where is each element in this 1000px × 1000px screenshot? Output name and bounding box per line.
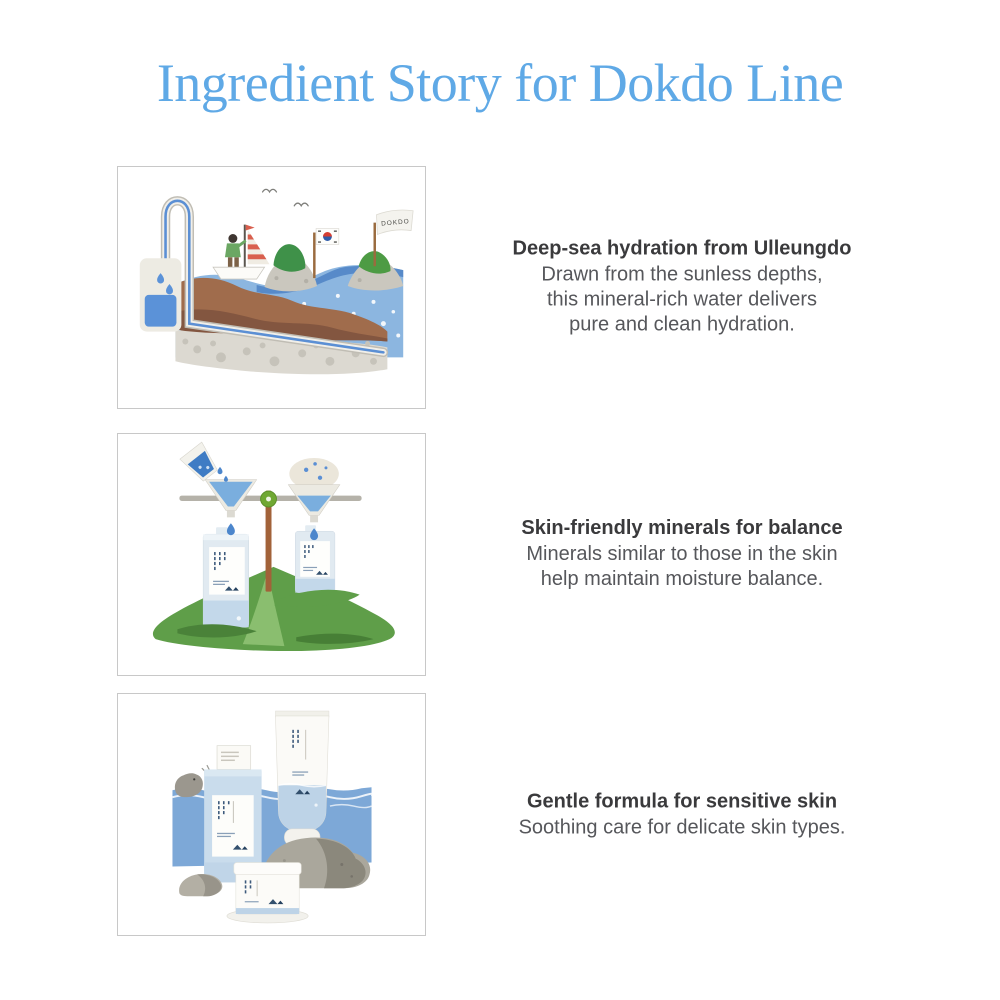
dokdo-flag-label: DOKDO [381, 218, 410, 227]
balance-pole [265, 490, 272, 592]
seagull-icon [261, 188, 309, 208]
sailboat [212, 224, 270, 280]
section-text-gentle: Gentle formula for sensitive skin Soothi… [432, 790, 932, 841]
illustration-frame-products [117, 693, 426, 936]
illustration-frame-minerals [117, 433, 426, 676]
section-heading: Skin-friendly minerals for balance [521, 517, 843, 539]
funnel-right [287, 457, 341, 541]
mineral-balance-illustration [152, 441, 395, 652]
page-title: Ingredient Story for Dokdo Line [156, 53, 844, 113]
seal [174, 764, 210, 798]
funnel-left [204, 479, 258, 536]
cream-jar [226, 862, 309, 924]
deep-sea-illustration: DOKDO [139, 188, 414, 375]
illustration-frame-deep-sea: DOKDO [117, 166, 426, 409]
cleanser-tube [275, 710, 330, 846]
section-body-line: this mineral-rich water delivers [546, 288, 818, 311]
section-text-deep-sea: Deep-sea hydration from Ulleungdo Drawn … [432, 237, 932, 338]
toner-bottle-right [295, 525, 336, 593]
section-body-line: Drawn from the sunless depths, [541, 263, 823, 286]
toner-bottle-left [202, 527, 249, 628]
section-body-line: Minerals similar to those in the skin [526, 543, 838, 565]
section-heading: Deep-sea hydration from Ulleungdo [512, 237, 852, 260]
section-body-line: Soothing care for delicate skin types. [518, 816, 846, 839]
section-heading: Gentle formula for sensitive skin [526, 790, 838, 813]
dokdo-flag: DOKDO [373, 209, 414, 267]
small-rock [179, 873, 223, 897]
toner-bottle [204, 745, 262, 883]
section-text-minerals: Skin-friendly minerals for balance Miner… [432, 516, 932, 592]
island-left [264, 244, 318, 292]
pouring-beaker [179, 441, 218, 482]
water-container [139, 258, 182, 332]
section-body-line: help maintain moisture balance. [540, 568, 824, 590]
korean-flag [313, 228, 340, 279]
product-lineup-illustration [172, 710, 375, 924]
water-pipe [160, 196, 389, 358]
section-body-line: pure and clean hydration. [569, 313, 795, 336]
